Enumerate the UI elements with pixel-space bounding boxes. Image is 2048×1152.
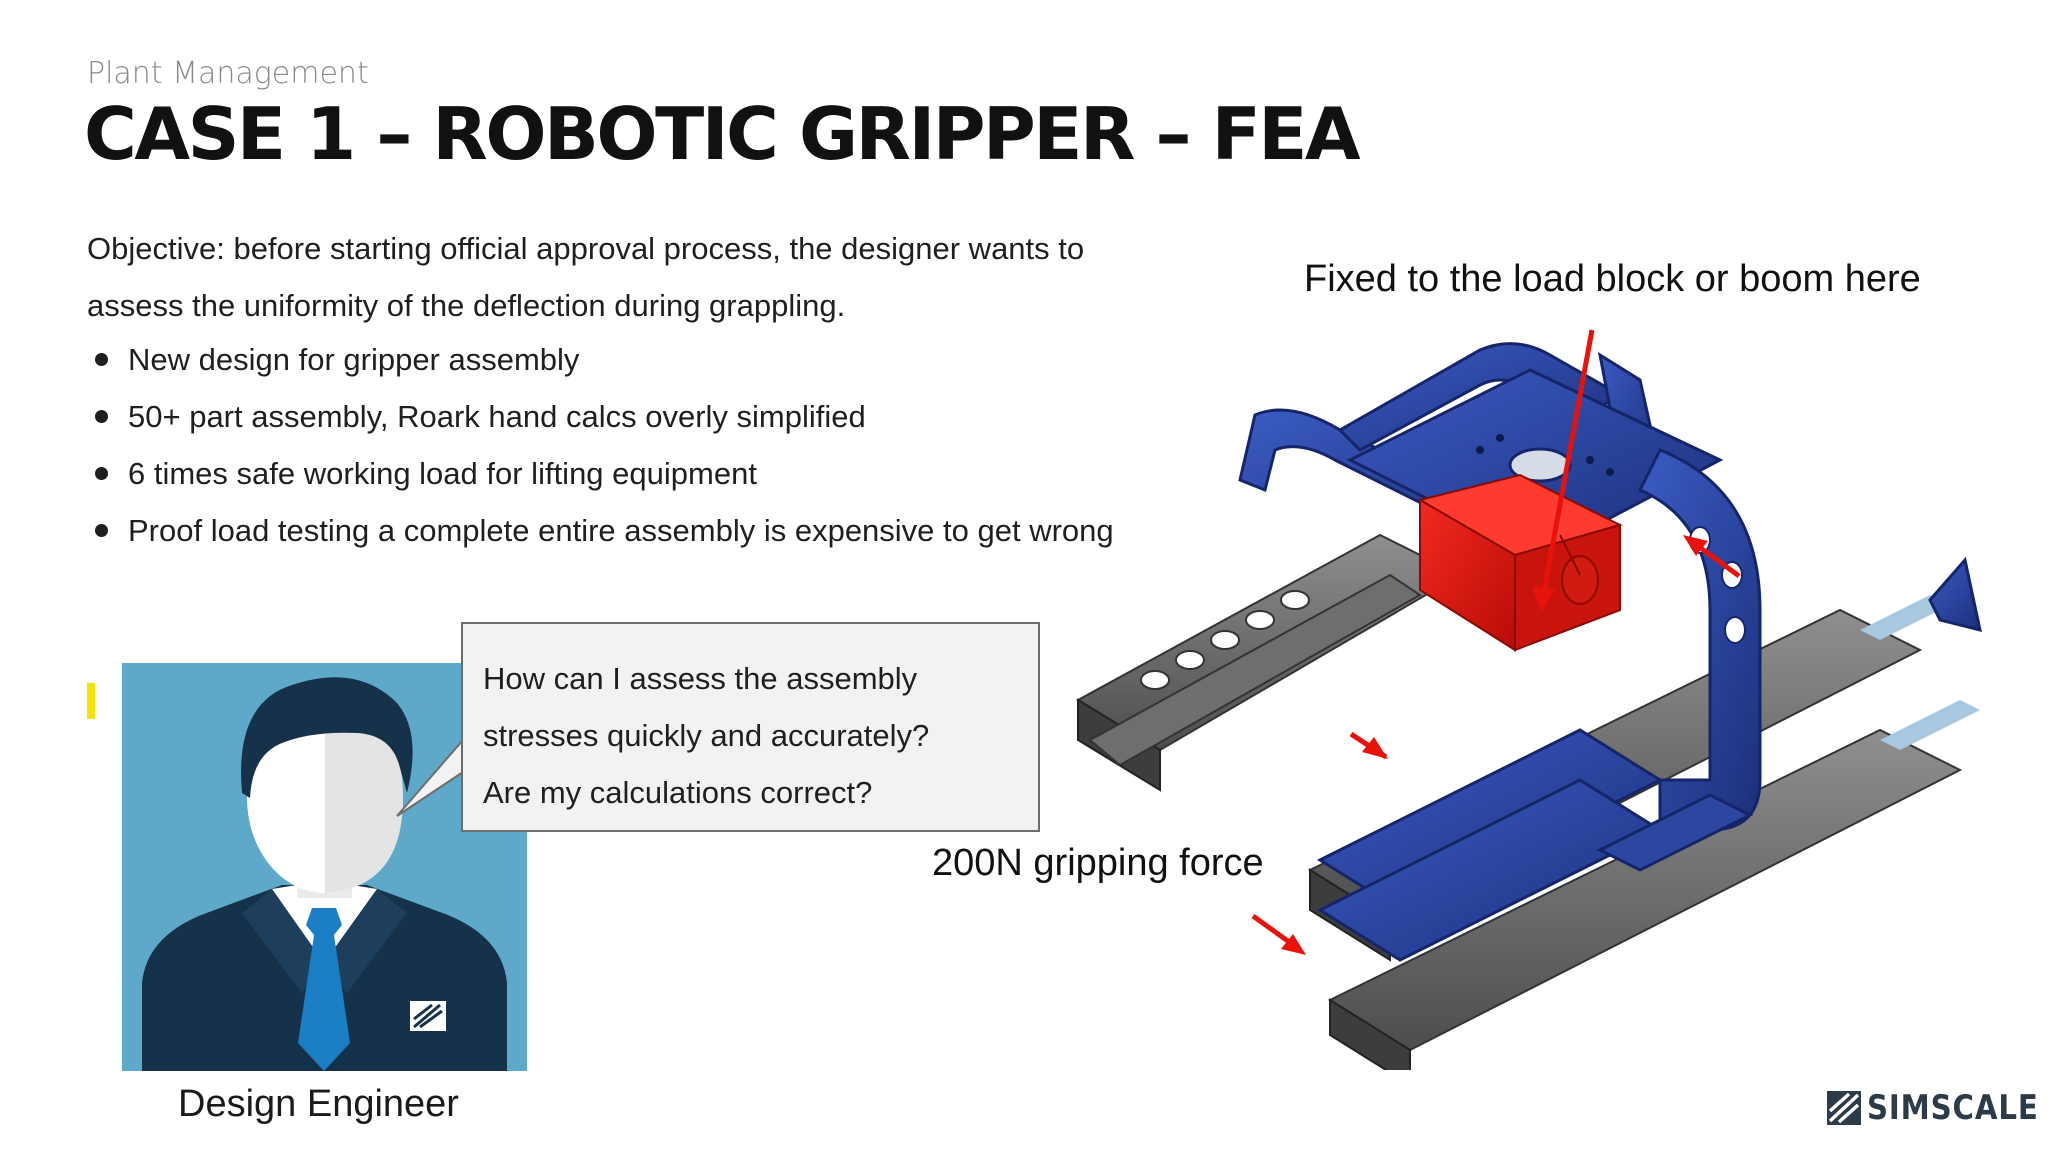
bullet-item: Proof load testing a complete entire ass… (87, 502, 1127, 559)
speech-callout: How can I assess the assembly stresses q… (461, 622, 1040, 832)
engineer-avatar (122, 663, 527, 1071)
callout-text: How can I assess the assembly stresses q… (483, 661, 930, 810)
fixed-point-label: Fixed to the load block or boom here (1304, 258, 1921, 300)
bullet-dot (95, 353, 108, 366)
bullet-list: New design for gripper assembly 50+ part… (87, 331, 1127, 559)
gripper-assembly-image (1076, 342, 1982, 1070)
simscale-logo-icon (1827, 1091, 1861, 1125)
engineer-caption: Design Engineer (178, 1083, 459, 1125)
engineer-avatar-icon (142, 677, 507, 1071)
bullet-item: New design for gripper assembly (87, 331, 1127, 388)
bullet-text: 6 times safe working load for lifting eq… (128, 456, 757, 491)
bullet-text: New design for gripper assembly (128, 342, 580, 377)
bullet-dot (95, 524, 108, 537)
bullet-dot (95, 467, 108, 480)
callout-tail (396, 704, 464, 817)
bullet-item: 6 times safe working load for lifting eq… (87, 445, 1127, 502)
bullet-text: 50+ part assembly, Roark hand calcs over… (128, 399, 866, 434)
highlight-marker (87, 683, 95, 719)
simscale-logo: SIMSCALE (1827, 1088, 2048, 1128)
bullet-dot (95, 410, 108, 423)
logo-text: SIMSCALE (1867, 1088, 2039, 1128)
bullet-item: 50+ part assembly, Roark hand calcs over… (87, 388, 1127, 445)
objective-text: Objective: before starting official appr… (87, 231, 1085, 323)
section-subtitle: Plant Management (87, 56, 369, 91)
slide-title: CASE 1 – ROBOTIC GRIPPER – FEA (84, 92, 1361, 176)
bullet-text: Proof load testing a complete entire ass… (128, 513, 1114, 548)
gripping-force-label: 200N gripping force (932, 842, 1264, 884)
